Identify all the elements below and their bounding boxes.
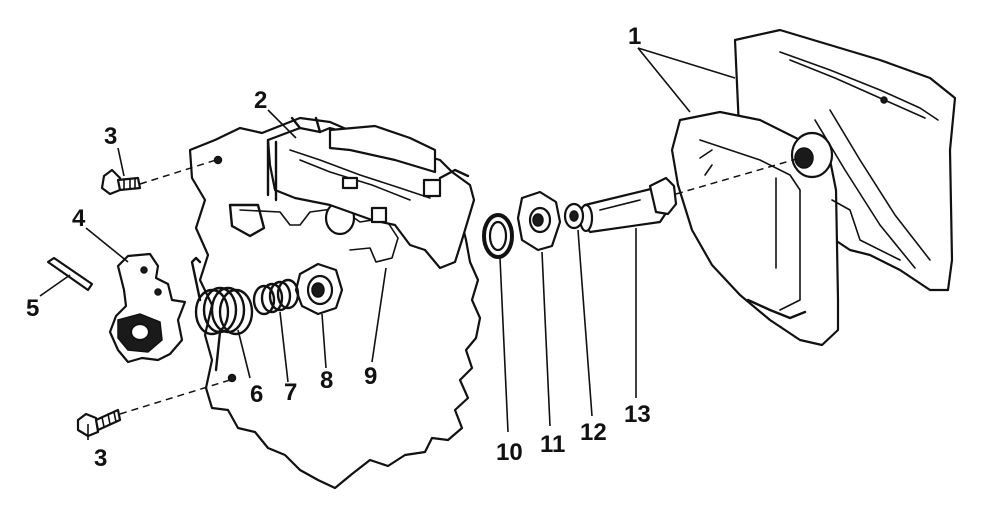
callout-6: 6 bbox=[250, 381, 263, 408]
shaft bbox=[578, 176, 678, 234]
leader-lines bbox=[39, 47, 736, 440]
callout-2: 2 bbox=[254, 87, 267, 114]
callout-11: 11 bbox=[540, 431, 565, 458]
callout-8: 8 bbox=[320, 367, 333, 394]
compression-spring bbox=[252, 278, 300, 316]
washer bbox=[563, 202, 585, 230]
callout-1: 1 bbox=[628, 23, 641, 50]
switch-assembly bbox=[228, 116, 476, 270]
screw-lower bbox=[76, 408, 122, 438]
housing-bracket bbox=[670, 28, 957, 347]
shaft-centerline bbox=[675, 157, 801, 195]
torsion-spring bbox=[190, 256, 254, 372]
cam-lever bbox=[108, 252, 187, 364]
screw-upper-centerline bbox=[139, 159, 217, 185]
nut bbox=[294, 262, 344, 316]
callout-12: 12 bbox=[580, 419, 607, 446]
callout-3-lower: 3 bbox=[94, 445, 107, 472]
bushing bbox=[516, 190, 562, 252]
callout-13: 13 bbox=[624, 401, 651, 428]
retaining-ring bbox=[482, 213, 514, 259]
callout-9: 9 bbox=[364, 363, 377, 390]
callout-10: 10 bbox=[496, 439, 523, 466]
pin bbox=[46, 256, 94, 292]
callout-4: 4 bbox=[72, 205, 86, 232]
callout-labels: 1 2 3 3 4 5 6 7 8 9 10 11 12 13 bbox=[26, 23, 651, 472]
callout-7: 7 bbox=[284, 379, 297, 406]
callout-3-upper: 3 bbox=[104, 123, 117, 150]
callout-5: 5 bbox=[26, 295, 39, 322]
screw-upper bbox=[100, 168, 142, 196]
